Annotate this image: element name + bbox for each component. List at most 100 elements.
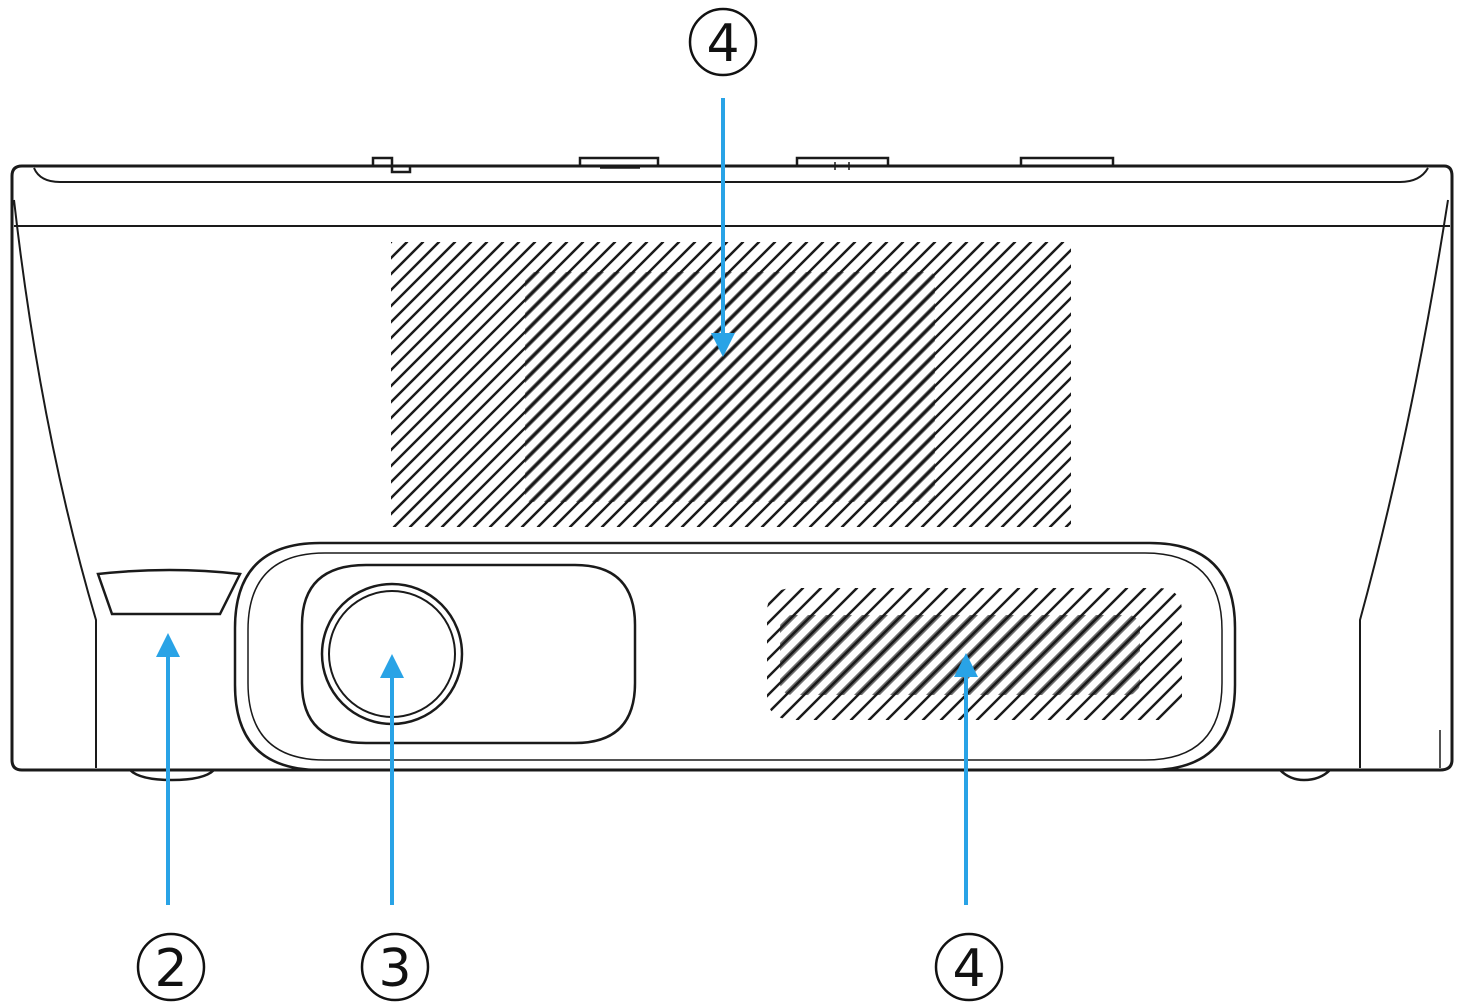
vent-gap — [391, 242, 595, 447]
vent-slat — [1193, 588, 1325, 720]
callout-4-top: 4 — [688, 7, 758, 77]
vent-slat — [584, 242, 873, 527]
vent-slat — [767, 588, 769, 720]
callout-4-bottom: 4 — [934, 932, 1004, 1002]
top-button-mid-1 — [578, 156, 660, 166]
vent-slat — [680, 242, 969, 527]
vent-gap — [767, 588, 906, 720]
vent-slat — [840, 296, 1071, 527]
vent-slat — [795, 588, 931, 720]
vent-gap — [1274, 588, 1406, 720]
vent-gap — [654, 242, 947, 527]
vent-slat — [391, 242, 553, 404]
vent-slat — [391, 242, 393, 244]
vent-gap — [1292, 588, 1424, 720]
vent-slat — [632, 242, 921, 527]
vent-gap — [802, 588, 942, 720]
vent-gap — [391, 242, 467, 319]
sensor-window — [96, 568, 242, 616]
vent-gap — [494, 242, 787, 527]
vent-slat — [391, 242, 425, 276]
vent-gap — [830, 285, 1071, 527]
vent-gap — [391, 242, 627, 479]
vent-gap — [767, 588, 816, 720]
vent-slat — [391, 242, 489, 340]
vent-slat — [552, 242, 841, 527]
vent-slat — [616, 242, 905, 527]
vent-gap — [1330, 242, 1461, 527]
vent-slat — [1032, 488, 1071, 527]
lens-module — [300, 563, 637, 745]
vent-slat — [1048, 504, 1071, 527]
vent-gap — [878, 333, 1071, 527]
vent-gap — [1090, 588, 1182, 720]
vent-gap — [1154, 242, 1439, 527]
vent-slat — [1306, 242, 1461, 527]
vent-gap — [1234, 242, 1461, 527]
vent-gap — [734, 242, 1027, 527]
vent-gap — [766, 242, 1059, 527]
vent-slat — [600, 242, 889, 527]
vent-slat — [1011, 588, 1147, 720]
vent-slat — [728, 242, 1017, 527]
vent-slat — [1338, 242, 1461, 527]
vent-slat — [472, 242, 761, 527]
vent-slat — [1119, 588, 1182, 720]
vent-gap — [574, 242, 867, 527]
vent-slat — [1047, 588, 1182, 720]
callout-label: 3 — [378, 939, 411, 999]
vent-gap — [1138, 242, 1423, 527]
vent-slat — [1083, 588, 1182, 720]
vent-slat — [391, 242, 665, 516]
vent-gap — [1250, 242, 1461, 527]
vent-gap — [1266, 242, 1461, 527]
vent-slat — [776, 242, 1065, 527]
vent-slat — [767, 588, 787, 720]
vent-gap — [391, 242, 531, 383]
vent-slat — [767, 588, 895, 720]
vent-gap — [446, 242, 739, 527]
vent-gap — [814, 269, 1071, 527]
vent-slat — [885, 588, 1021, 720]
vent-gap — [702, 242, 995, 527]
vent-slat — [520, 242, 809, 527]
vent-slat — [696, 242, 985, 527]
vent-gap — [1070, 525, 1071, 527]
vent-slat — [1210, 242, 1461, 527]
vent-slat — [920, 376, 1071, 527]
vent-gap — [391, 242, 563, 415]
vent-slat — [939, 588, 1075, 720]
vent-slat — [488, 242, 777, 527]
vent-slat — [664, 242, 953, 527]
callout-3: 3 — [360, 932, 430, 1002]
vent-slat — [1029, 588, 1165, 720]
vent-gap — [1310, 588, 1442, 720]
vent-slat — [391, 242, 409, 260]
vent-slat — [975, 588, 1111, 720]
vent-gap — [1186, 242, 1461, 527]
vent-gap — [1220, 588, 1352, 720]
vent-slat — [1258, 242, 1461, 527]
vent-slat — [1155, 588, 1182, 720]
vent-gap — [1218, 242, 1461, 527]
vent-slat — [1354, 242, 1461, 527]
vent-slat — [1173, 588, 1182, 720]
vent-gap — [391, 242, 483, 335]
vent-slat — [849, 588, 985, 720]
vent-slat — [1265, 588, 1397, 720]
vent-gap — [1000, 588, 1140, 720]
vent-slat — [968, 424, 1071, 527]
vent-slat — [767, 588, 877, 720]
vent-slat — [391, 242, 585, 436]
vent-gap — [391, 242, 419, 271]
vent-slat — [1000, 456, 1071, 527]
vent-gap — [1054, 588, 1182, 720]
callout-label: 4 — [952, 939, 985, 999]
vent-gap — [974, 429, 1071, 527]
vent-gap — [1038, 493, 1071, 527]
vent-slat — [1130, 242, 1415, 527]
vent-gap — [414, 242, 707, 527]
vent-slat — [744, 242, 1033, 527]
callout-2: 2 — [136, 932, 206, 1002]
